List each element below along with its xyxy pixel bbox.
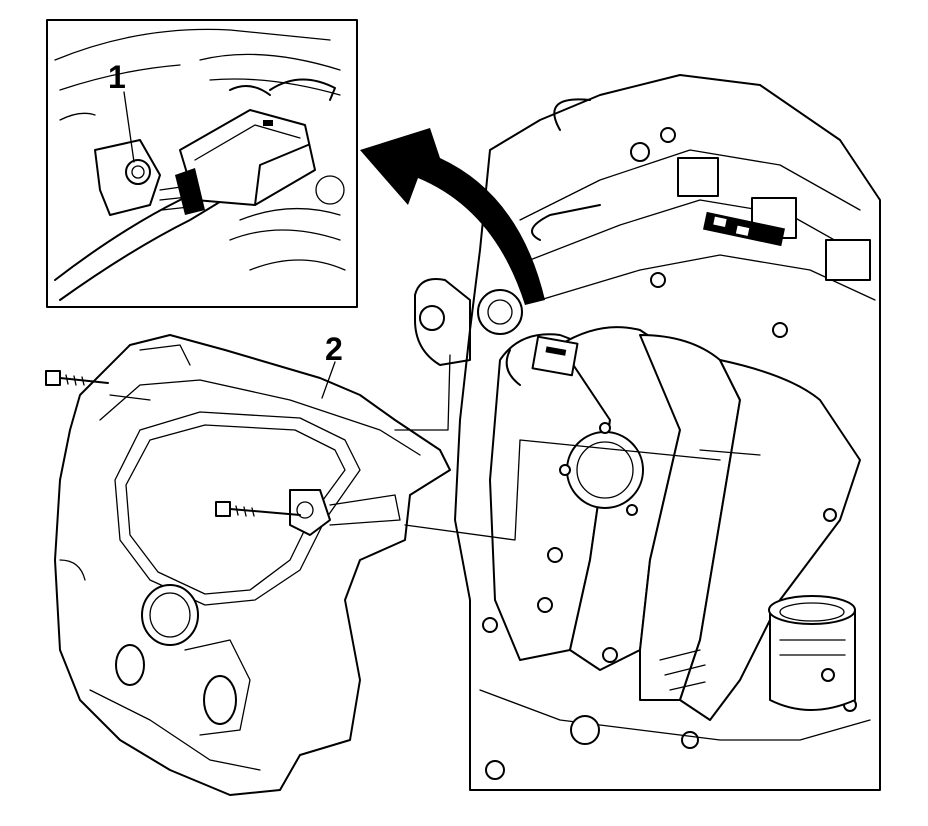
connector-detail-inset bbox=[46, 19, 358, 308]
engine-assembly bbox=[414, 74, 881, 791]
bolt-upper bbox=[45, 370, 109, 386]
bolt-center bbox=[215, 501, 301, 517]
curved-arrow bbox=[360, 128, 545, 305]
manifold-cover bbox=[45, 334, 451, 796]
alignment-leaders bbox=[321, 354, 721, 541]
callout-1: 1 bbox=[108, 59, 126, 95]
callout-2: 2 bbox=[325, 331, 343, 367]
